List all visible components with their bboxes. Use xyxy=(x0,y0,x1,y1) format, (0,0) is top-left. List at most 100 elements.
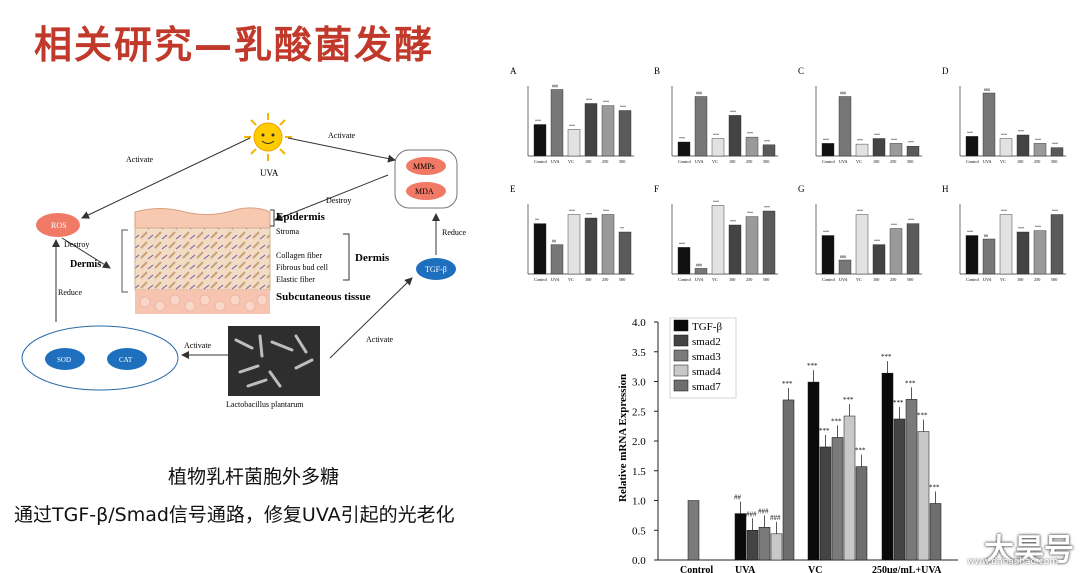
legend-label: smad2 xyxy=(692,336,721,348)
panel-bar xyxy=(889,143,903,157)
panel-bar xyxy=(906,145,920,157)
watermark-url: www.dahaohao.com xyxy=(967,557,1058,567)
panel-bar xyxy=(982,238,996,275)
panel-sig-label: *** xyxy=(874,133,880,138)
sig-label: *** xyxy=(855,447,866,455)
panel-sig-label: ### xyxy=(696,262,702,267)
panel-bar xyxy=(567,214,581,275)
panel-sig-label: *** xyxy=(603,100,609,105)
x-tick-label: Control xyxy=(680,565,713,573)
panel-sig-label: *** xyxy=(823,137,829,142)
panel-bar xyxy=(855,143,869,157)
panel-bar xyxy=(1050,214,1064,275)
panel-bar xyxy=(601,105,615,157)
panel-sig-label: *** xyxy=(569,123,575,128)
panel-letter: F xyxy=(654,184,659,194)
bar-TGF-β xyxy=(687,500,700,561)
panel-E: E**Control##UVA***VC***100***250**500 xyxy=(510,184,634,282)
sig-label: *** xyxy=(917,411,928,419)
panel-sig-label: ### xyxy=(552,84,558,89)
panel-sig-label: *** xyxy=(857,209,863,214)
panel-sig-label: *** xyxy=(1001,209,1007,214)
panel-tick-label: Control xyxy=(678,159,692,164)
panel-tick-label: VC xyxy=(856,277,862,282)
activate-top-label: Activate xyxy=(126,155,154,164)
panel-bar xyxy=(584,103,598,157)
panel-sig-label: *** xyxy=(891,137,897,142)
y-tick-label: 1.5 xyxy=(632,466,646,478)
y-tick-label: 0.5 xyxy=(632,525,646,537)
panel-tick-label: 250 xyxy=(1034,277,1040,282)
panel-tick-label: Control xyxy=(822,159,836,164)
panel-tick-label: VC xyxy=(1000,159,1006,164)
panel-tick-label: 100 xyxy=(585,159,591,164)
ros-label: ROS xyxy=(51,221,67,230)
panel-sig-label: *** xyxy=(730,109,736,114)
cat-node xyxy=(107,348,147,370)
x-tick-label: 250μg/mL+UVA xyxy=(872,565,942,573)
dermis-right-label: Dermis xyxy=(355,252,390,264)
panel-tick-label: 100 xyxy=(585,277,591,282)
panel-tick-label: VC xyxy=(712,277,718,282)
panel-tick-label: UVA xyxy=(839,277,848,282)
bar-smad4 xyxy=(843,415,856,561)
panel-sig-label: *** xyxy=(586,98,592,103)
panel-bar xyxy=(533,223,547,275)
panel-tick-label: Control xyxy=(534,159,548,164)
panel-bar xyxy=(821,235,835,275)
panel-bar xyxy=(1033,230,1047,275)
destroy-left-label: Destroy xyxy=(64,240,89,249)
panel-H: H***Control##UVA***VC***100***250***500 xyxy=(942,184,1066,282)
panel-tick-label: VC xyxy=(568,277,574,282)
sod-node xyxy=(45,348,85,370)
panel-sig-label: *** xyxy=(1052,142,1058,147)
bar-smad3 xyxy=(905,399,918,561)
slide-title: 相关研究—乳酸菌发酵 xyxy=(34,23,435,67)
panel-tick-label: 500 xyxy=(763,159,769,164)
panel-letter: B xyxy=(654,66,660,76)
bar-smad3 xyxy=(831,437,844,561)
reduce-right-label: Reduce xyxy=(442,228,466,237)
panel-sig-label: ### xyxy=(984,87,990,92)
watermark: 大昊号 xyxy=(984,533,1074,568)
panel-sig-label: *** xyxy=(823,230,829,235)
panel-tick-label: VC xyxy=(568,159,574,164)
legend-swatch xyxy=(673,379,689,392)
panel-sig-label: *** xyxy=(569,209,575,214)
panel-tick-label: 100 xyxy=(1017,159,1023,164)
panel-sig-label: *** xyxy=(967,230,973,235)
panel-bar xyxy=(618,110,632,157)
mda-label: MDA xyxy=(415,187,434,196)
panel-tick-label: 100 xyxy=(729,277,735,282)
panel-bar xyxy=(821,143,835,157)
panel-C: C***Control###UVA***VC***100***250***500 xyxy=(798,66,922,164)
panel-grid: A***Control###UVA***VC***100***250***500… xyxy=(510,66,1066,282)
epidermis-label: Epidermis xyxy=(276,211,326,223)
panel-sig-label: *** xyxy=(713,133,719,138)
antioxidant-ellipse xyxy=(21,325,179,391)
panel-bar xyxy=(1016,134,1030,157)
panel-A: A***Control###UVA***VC***100***250***500 xyxy=(510,66,634,164)
panel-sig-label: *** xyxy=(713,199,719,204)
panel-sig-label: ### xyxy=(840,254,846,259)
panel-sig-label: ### xyxy=(696,91,702,96)
panel-bar xyxy=(1033,143,1047,157)
panel-bar xyxy=(550,89,564,157)
panel-bar xyxy=(999,138,1013,157)
panel-sig-label: *** xyxy=(679,136,685,141)
bar-smad2 xyxy=(893,418,906,561)
sig-label: ### xyxy=(770,514,781,522)
panel-sig-label: *** xyxy=(967,130,973,135)
panel-bar xyxy=(889,228,903,275)
sig-label: *** xyxy=(893,399,904,407)
lacto-label: Lactobacillus plantarum xyxy=(226,400,304,409)
panel-sig-label: ** xyxy=(535,218,539,223)
bar-smad3 xyxy=(758,527,771,561)
panel-bar xyxy=(745,216,759,275)
panel-tick-label: 250 xyxy=(746,277,752,282)
panel-bar xyxy=(584,217,598,275)
panel-bar xyxy=(711,205,725,275)
panel-tick-label: 500 xyxy=(907,277,913,282)
sig-label: ## xyxy=(734,494,742,502)
panel-tick-label: 250 xyxy=(746,159,752,164)
